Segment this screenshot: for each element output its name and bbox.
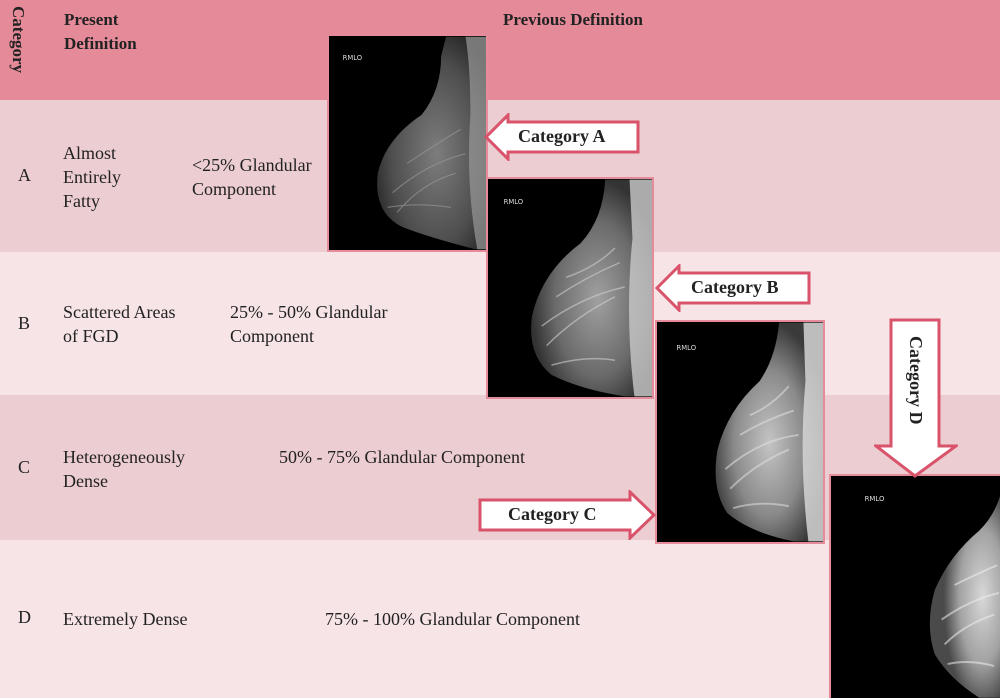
row-d-description: 75% - 100% Glandular Component bbox=[325, 609, 580, 629]
mammogram-a-label: RMLO bbox=[343, 54, 363, 62]
row-a-description: <25% Glandular Component bbox=[192, 155, 312, 199]
mammogram-d-label: RMLO bbox=[865, 495, 885, 503]
mammogram-a-graphic: RMLO bbox=[343, 36, 486, 250]
mammogram-image-c: RMLO bbox=[655, 320, 825, 544]
header-category: Category bbox=[8, 6, 32, 98]
row-a-letter: A bbox=[18, 165, 31, 185]
row-d-letter: D bbox=[18, 607, 31, 627]
callout-category-a: Category A bbox=[484, 113, 640, 161]
left-arrow-icon bbox=[484, 113, 640, 161]
callout-category-d: Category D bbox=[874, 318, 958, 478]
callout-a-label: Category A bbox=[518, 126, 606, 146]
row-c-letter: C bbox=[18, 457, 31, 477]
row-b-description: 25% - 50% Glandular Component bbox=[230, 302, 388, 346]
row-a-name: Almost Entirely Fatty bbox=[63, 143, 121, 211]
header-category-text: Category bbox=[9, 6, 28, 74]
row-c-description: 50% - 75% Glandular Component bbox=[279, 447, 525, 467]
callout-category-c: Category C bbox=[478, 490, 656, 540]
callout-d-label: Category D bbox=[906, 336, 926, 425]
mammogram-c-label: RMLO bbox=[677, 344, 697, 352]
callout-category-b: Category B bbox=[655, 264, 811, 312]
mammogram-c-graphic: RMLO bbox=[677, 322, 823, 542]
right-arrow-icon bbox=[478, 490, 656, 540]
down-arrow-icon bbox=[874, 318, 958, 478]
mammogram-image-d: RMLO bbox=[829, 474, 1000, 698]
mammogram-image-b: RMLO bbox=[486, 177, 654, 399]
left-arrow-icon bbox=[655, 264, 811, 312]
header-present-definition: Present Definition bbox=[64, 10, 137, 53]
mammogram-b-label: RMLO bbox=[504, 198, 524, 206]
mammogram-b-graphic: RMLO bbox=[504, 179, 652, 397]
row-c-name: Heterogeneously Dense bbox=[63, 447, 185, 491]
callout-c-label: Category C bbox=[508, 504, 597, 524]
row-b-name: Scattered Areas of FGD bbox=[63, 302, 176, 346]
mammogram-d-graphic: RMLO bbox=[865, 495, 1000, 698]
row-d-name: Extremely Dense bbox=[63, 609, 188, 629]
callout-b-label: Category B bbox=[691, 277, 779, 297]
row-b-letter: B bbox=[18, 313, 31, 333]
header-band bbox=[0, 0, 1000, 100]
header-previous-definition: Previous Definition bbox=[503, 10, 643, 29]
mammogram-image-a: RMLO bbox=[327, 34, 488, 252]
